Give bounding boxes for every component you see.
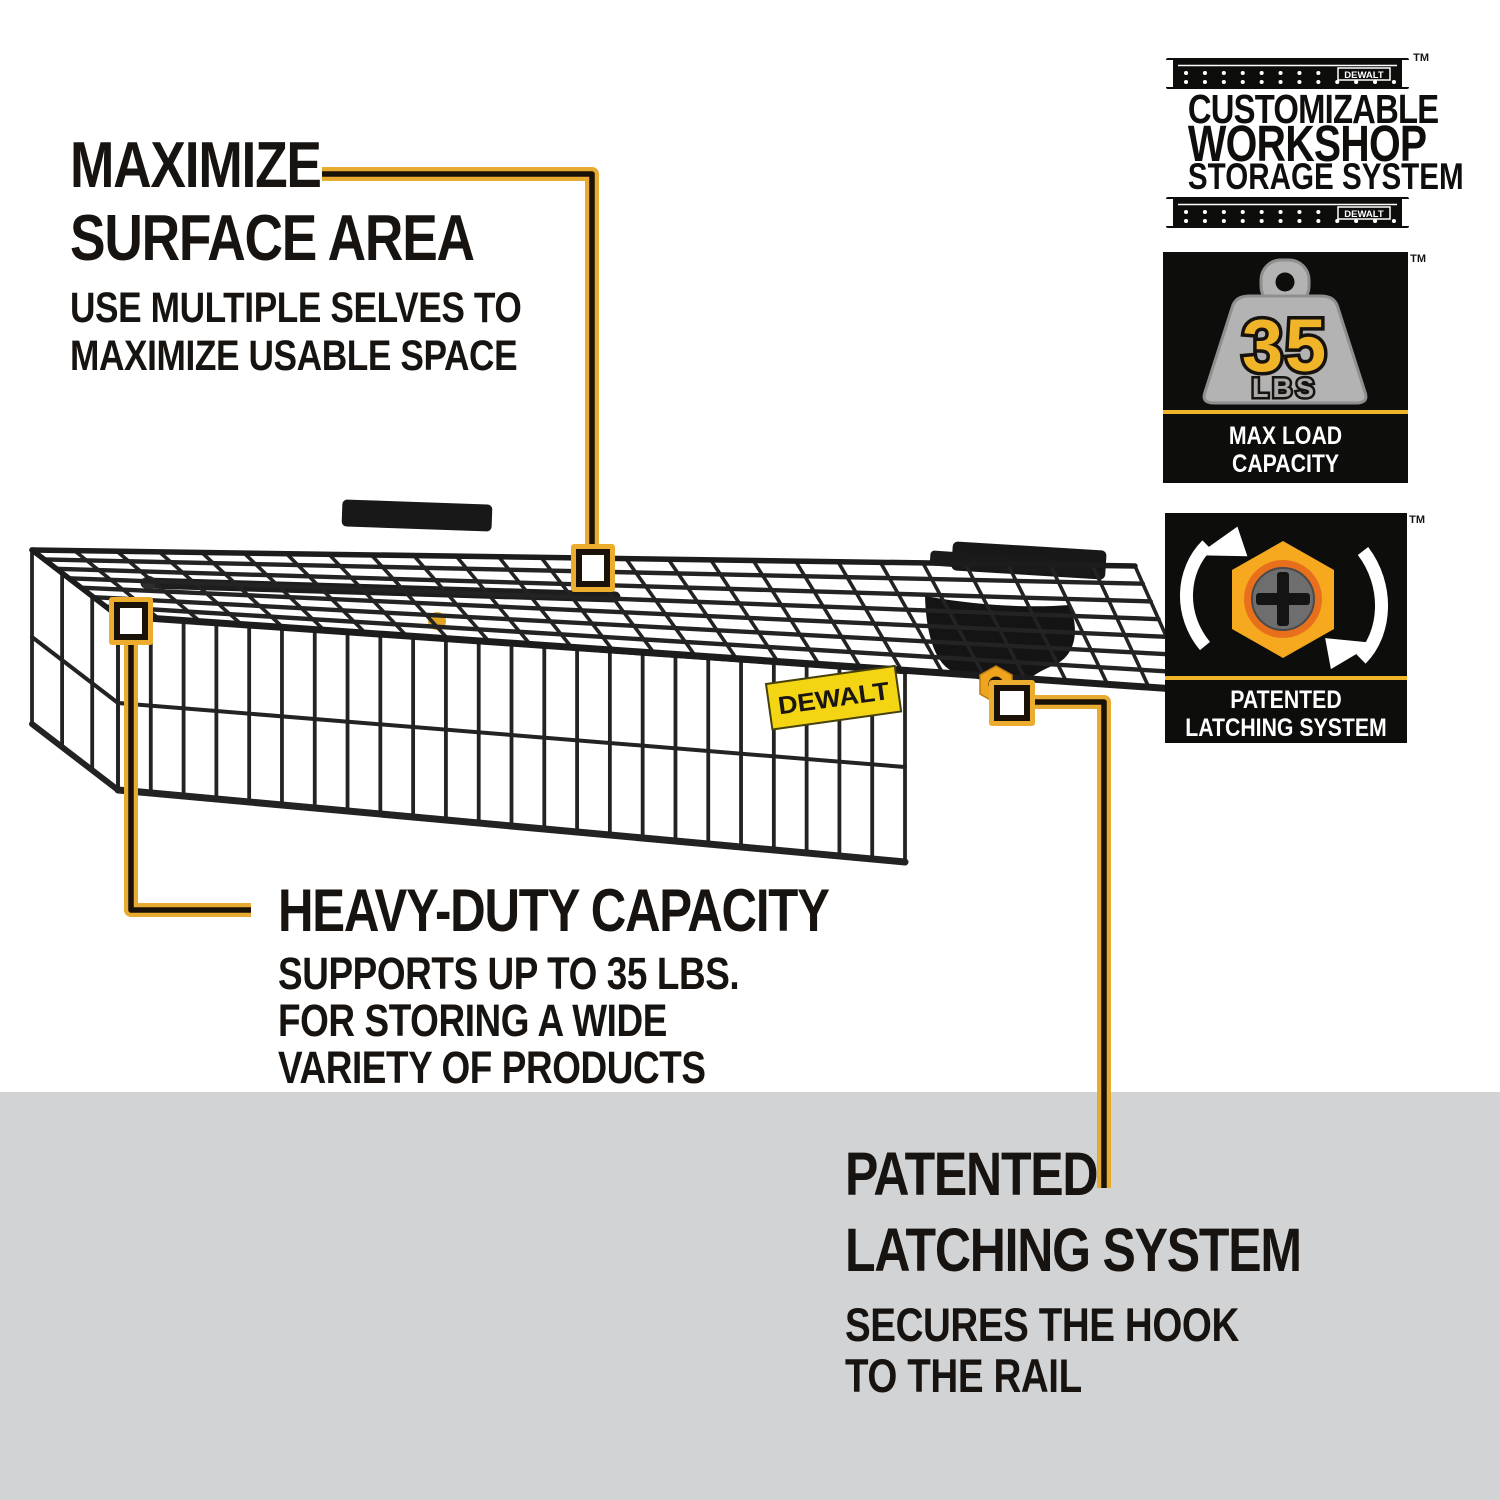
weight-icon: 35 LBS: [1202, 258, 1368, 406]
callout-body: MAXIMIZE USABLE SPACE: [70, 332, 518, 380]
max-load-unit: LBS: [1252, 373, 1318, 403]
trademark-symbol: TM: [1409, 514, 1425, 526]
badge-storage-line3: STORAGE SYSTEM: [1187, 156, 1464, 197]
callout-marker-top: [571, 544, 615, 592]
callout-marker-latch: [989, 680, 1035, 726]
trademark-symbol: TM: [1410, 253, 1426, 265]
caption-line: MAX LOAD: [1228, 422, 1343, 450]
rail-graphic-bottom: DEWALT: [1166, 197, 1409, 228]
bottom-gray-band: [0, 1092, 1500, 1500]
badge-max-load: TM 35 LBS MAX LOAD CAPACITY: [1163, 252, 1426, 483]
badge-max-load-caption: MAX LOAD CAPACITY: [1181, 422, 1389, 478]
caption-line: LATCHING SYSTEM: [1185, 714, 1387, 742]
badge-latching-system: TM PATENTED LATCHING SYSTEM: [1165, 513, 1425, 743]
product-brand-label: DEWALT: [764, 664, 903, 731]
callout-capacity-text: HEAVY-DUTY CAPACITY SUPPORTS UP TO 35 LB…: [278, 877, 830, 1093]
rail-brand-text: DEWALT: [1344, 209, 1384, 220]
callout-maximize-text: MAXIMIZE SURFACE AREA USE MULTIPLE SELVE…: [70, 128, 522, 380]
callout-title: SURFACE AREA: [70, 201, 475, 274]
callout-marker-left: [109, 597, 153, 645]
max-load-value: 35: [1242, 304, 1328, 387]
callout-body: SECURES THE HOOK: [845, 1298, 1239, 1351]
latch-rotation-icon: [1180, 526, 1388, 670]
rail-graphic-top: DEWALT: [1166, 58, 1409, 89]
caption-line: CAPACITY: [1231, 450, 1340, 478]
callout-lines: [124, 167, 1111, 1188]
badge-latch-caption: PATENTED LATCHING SYSTEM: [1183, 686, 1389, 742]
callout-body: FOR STORING A WIDE: [278, 995, 667, 1046]
badge-divider: [1165, 676, 1407, 680]
rail-brand-text: DEWALT: [1344, 70, 1384, 81]
badge-divider: [1163, 410, 1408, 414]
callout-title: MAXIMIZE: [70, 128, 322, 201]
callout-title: HEAVY-DUTY CAPACITY: [278, 877, 830, 944]
trademark-symbol: TM: [1413, 52, 1429, 64]
badge-storage-system: TM DEWALT CUSTOMIZABLE WORKSHOP STORAGE …: [1163, 52, 1464, 230]
callout-body: SUPPORTS UP TO 35 LBS.: [278, 948, 740, 999]
callout-title: PATENTED: [845, 1140, 1099, 1208]
callout-body: VARIETY OF PRODUCTS: [278, 1042, 706, 1093]
callout-body: TO THE RAIL: [845, 1349, 1082, 1402]
callout-latch-text: PATENTED LATCHING SYSTEM SECURES THE HOO…: [845, 1136, 1302, 1402]
callout-title: LATCHING SYSTEM: [845, 1216, 1302, 1284]
callout-body: USE MULTIPLE SELVES TO: [70, 284, 522, 332]
caption-line: PATENTED: [1230, 686, 1342, 714]
